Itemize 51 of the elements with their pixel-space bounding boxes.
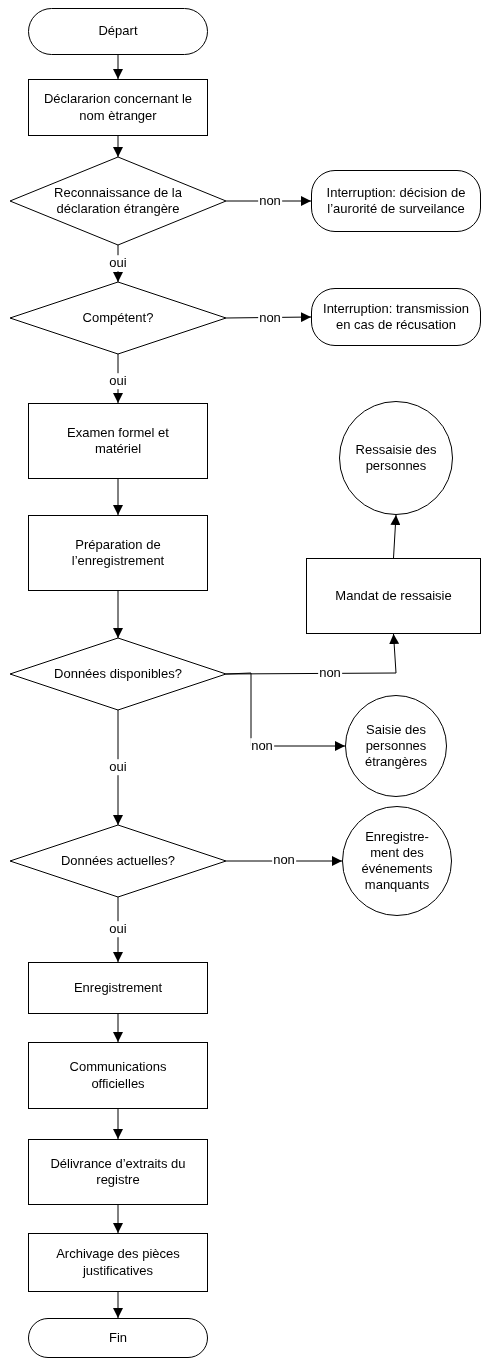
step-label: Déclararion concernant le nom ètranger (42, 91, 194, 124)
arrow (113, 709, 123, 826)
arrow (225, 672, 346, 751)
terminal-shape (28, 1318, 208, 1358)
decision-diamond (10, 157, 226, 245)
step-label: Archivage des pièces justificatives (55, 1246, 181, 1279)
edge-label: oui (108, 759, 128, 775)
arrow (113, 1204, 123, 1234)
arrow (113, 54, 123, 80)
process-box (28, 403, 208, 479)
step-label: Interruption: transmission en cas de récusation (322, 300, 470, 334)
step-label: Communications officielles (68, 1059, 168, 1092)
edge-label: oui (108, 373, 128, 389)
process-box (28, 962, 208, 1014)
step-label: Mandat de ressaisie (335, 587, 452, 605)
decision-diamond (10, 282, 226, 354)
arrow (225, 856, 343, 866)
arrow (113, 1291, 123, 1319)
arrow (390, 514, 401, 559)
step-label: Enregistrement (73, 979, 163, 997)
step-label: Départ (98, 23, 138, 40)
step-label: Ressaisie des personnes (354, 441, 438, 475)
process-box (28, 1139, 208, 1205)
step-label: Enregistre-ment des événements manquants (360, 828, 434, 894)
decision-diamond (10, 638, 226, 710)
edge-label: oui (108, 921, 128, 937)
step-label: Saisie des personnes étrangères (363, 721, 429, 771)
arrow (113, 135, 123, 158)
step-label: Examen formel et matériel (66, 424, 170, 458)
step-label: Fin (108, 1329, 128, 1347)
step-label: Données disponibles? (54, 665, 182, 683)
arrow (113, 478, 123, 516)
arrow (113, 590, 123, 639)
arrow (113, 1013, 123, 1043)
edge-label: oui (108, 255, 128, 271)
step-label: Reconnaissance de la déclaration étrangère (53, 184, 183, 218)
decision-diamond (10, 825, 226, 897)
terminal-shape (28, 8, 208, 55)
terminal-shape (311, 170, 481, 232)
step-label: Interruption: décision de l’aurorité de surveilance (325, 184, 467, 218)
step-label: Préparation de l’enregistrement (70, 536, 166, 570)
arrow (113, 1108, 123, 1140)
process-box (28, 79, 208, 136)
process-box (28, 515, 208, 591)
process-box (306, 558, 481, 634)
step-label: Délivrance d’extraits du registre (49, 1155, 187, 1189)
step-label: Compétent? (82, 309, 154, 327)
process-box (28, 1233, 208, 1292)
terminal-shape (311, 288, 481, 346)
step-label: Données actuelles? (60, 852, 176, 870)
process-box (28, 1042, 208, 1109)
